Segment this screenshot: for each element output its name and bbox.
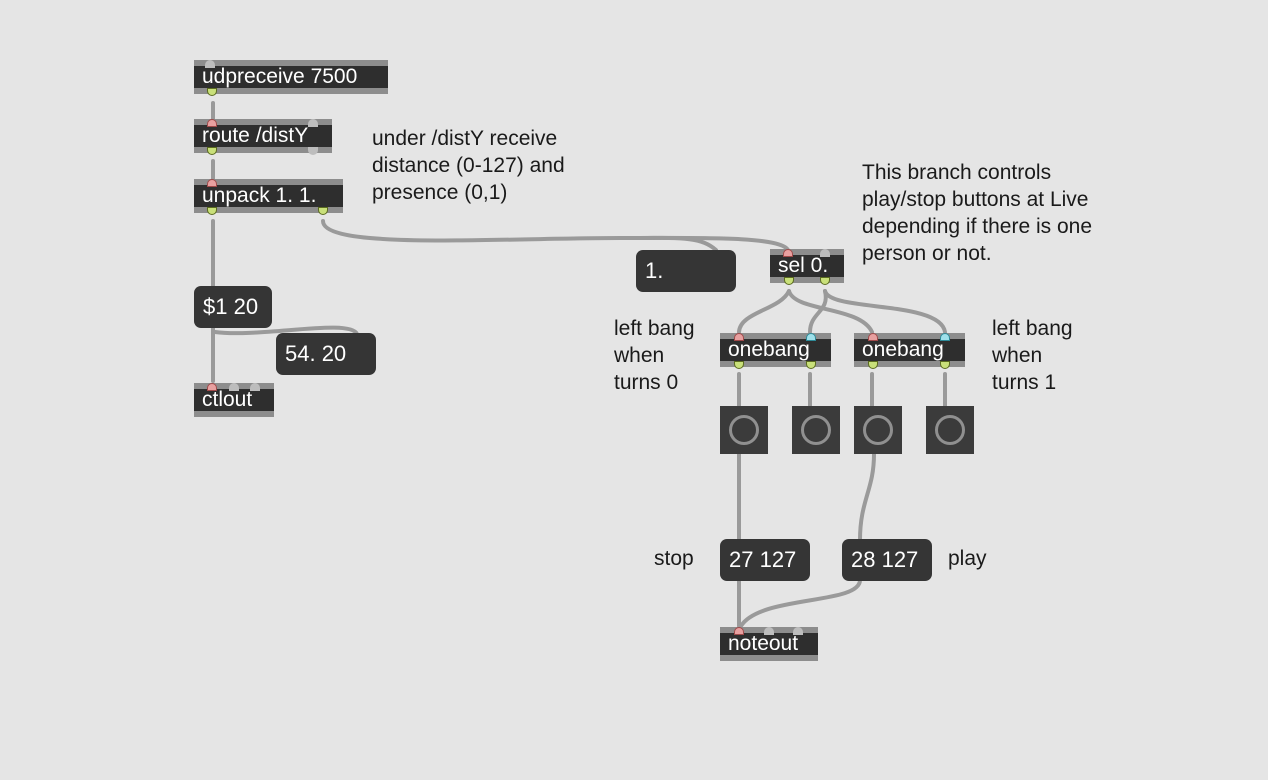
message-text: 28 127 — [851, 547, 919, 572]
number-box[interactable]: 1. — [636, 250, 736, 292]
outlet-port[interactable] — [207, 207, 217, 215]
number-value: 1. — [645, 258, 664, 283]
object-text: udpreceive 7500 — [202, 65, 358, 88]
object-text: route /distY — [202, 124, 309, 147]
onebang-object-right[interactable]: onebang — [854, 333, 965, 369]
inlet-port[interactable] — [806, 333, 816, 341]
object-text: noteout — [728, 632, 799, 655]
bang-button[interactable] — [854, 406, 902, 454]
comment-branch: This branch controls play/stop buttons a… — [862, 161, 1093, 265]
cord — [213, 325, 359, 336]
outlet-port[interactable] — [308, 147, 318, 155]
udpreceive-object[interactable]: udpreceive 7500 — [194, 60, 388, 96]
play-message[interactable]: 28 127 — [842, 539, 932, 581]
inlet-port[interactable] — [783, 249, 793, 257]
inlet-port[interactable] — [940, 333, 950, 341]
inlet-port[interactable] — [764, 627, 774, 635]
outlet-port[interactable] — [806, 361, 816, 369]
outlet-port[interactable] — [734, 361, 744, 369]
object-text: onebang — [728, 338, 810, 361]
outlet-port[interactable] — [318, 207, 328, 215]
message-text: $1 20 — [203, 294, 259, 319]
inlet-port[interactable] — [734, 627, 744, 635]
comment-osc: under /distY receive distance (0-127) an… — [372, 127, 565, 204]
outlet-port[interactable] — [207, 88, 217, 96]
cord — [737, 289, 791, 334]
route-object[interactable]: route /distY — [194, 119, 332, 155]
bang-ring-icon — [863, 415, 893, 445]
bang-ring-icon — [729, 415, 759, 445]
inlet-port[interactable] — [793, 627, 803, 635]
object-text: sel 0. — [778, 254, 829, 277]
inlet-port[interactable] — [229, 383, 239, 391]
message-text: 27 127 — [729, 547, 797, 572]
bang-button[interactable] — [792, 406, 840, 454]
outlet-port[interactable] — [868, 361, 878, 369]
inlet-port[interactable] — [820, 249, 830, 257]
inlet-port[interactable] — [207, 119, 217, 127]
object-text: onebang — [862, 338, 944, 361]
bang-button[interactable] — [926, 406, 974, 454]
stop-message[interactable]: 27 127 — [720, 539, 810, 581]
ctlout-object[interactable]: ctlout — [194, 383, 274, 417]
cord — [808, 289, 828, 334]
inlet-port[interactable] — [868, 333, 878, 341]
cord — [618, 235, 790, 252]
unpack-object[interactable]: unpack 1. 1. — [194, 179, 343, 215]
comment-stop: stop — [654, 547, 694, 570]
object-text: ctlout — [202, 388, 253, 411]
output-message[interactable]: 54. 20 — [276, 333, 376, 375]
message-text: 54. 20 — [285, 341, 347, 366]
cord — [739, 578, 862, 628]
inlet-port[interactable] — [250, 383, 260, 391]
onebang-object-left[interactable]: onebang — [720, 333, 831, 369]
outlet-port[interactable] — [784, 277, 794, 285]
inlet-port[interactable] — [205, 60, 215, 68]
cord — [321, 219, 718, 252]
inlet-port[interactable] — [734, 333, 744, 341]
bang-ring-icon — [801, 415, 831, 445]
dollar-message[interactable]: $1 20 — [194, 286, 272, 328]
inlet-port[interactable] — [207, 383, 217, 391]
comment-left-bang-0: left bang when turns 0 — [614, 317, 695, 394]
inlet-port[interactable] — [308, 119, 318, 127]
noteout-object[interactable]: noteout — [720, 627, 818, 661]
outlet-port[interactable] — [940, 361, 950, 369]
cord — [858, 452, 876, 542]
object-text: unpack 1. 1. — [202, 184, 317, 207]
comment-left-bang-1: left bang when turns 1 — [992, 317, 1073, 394]
inlet-port[interactable] — [207, 179, 217, 187]
cord — [787, 289, 874, 334]
sel-object[interactable]: sel 0. — [770, 249, 844, 285]
comment-play: play — [948, 547, 987, 570]
cord — [823, 289, 947, 334]
bang-ring-icon — [935, 415, 965, 445]
bang-button[interactable] — [720, 406, 768, 454]
outlet-port[interactable] — [820, 277, 830, 285]
outlet-port[interactable] — [207, 147, 217, 155]
